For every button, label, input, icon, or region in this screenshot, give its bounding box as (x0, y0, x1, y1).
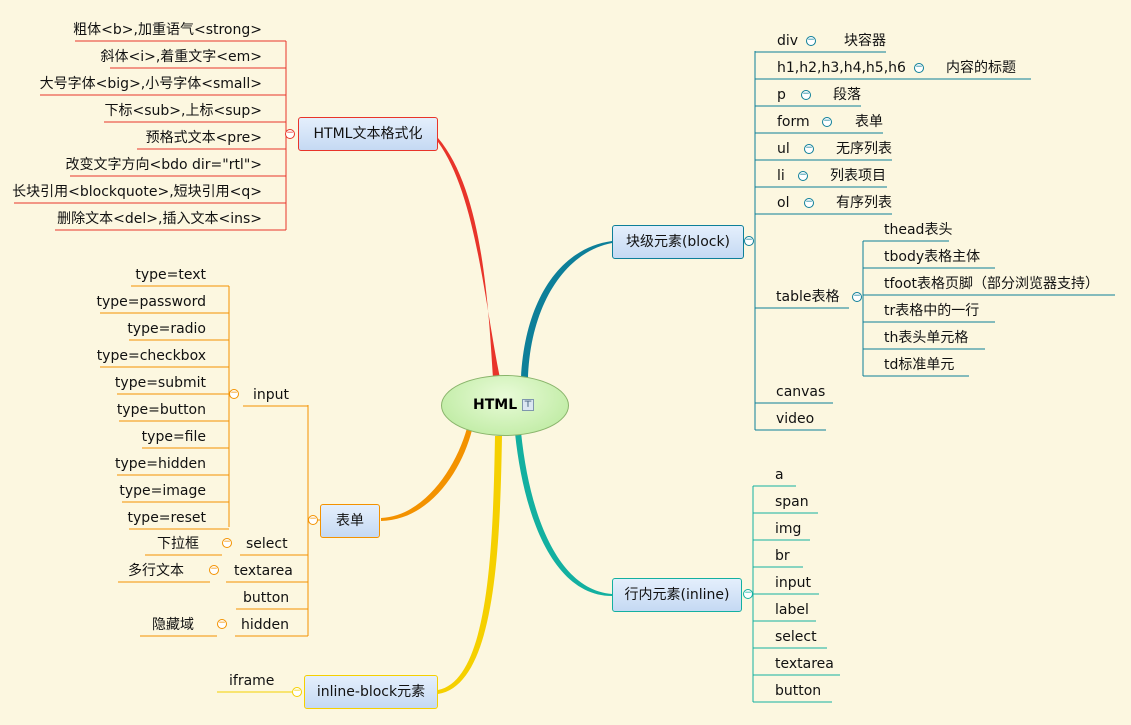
textarea-note: 多行文本 (128, 563, 184, 579)
text-format-item[interactable]: 预格式文本<pre> (145, 130, 262, 146)
text-format-item[interactable]: 粗体<b>,加重语气<strong> (73, 22, 262, 38)
table-item[interactable]: th表头单元格 (884, 330, 969, 346)
text-format-item[interactable]: 大号字体<big>,小号字体<small> (39, 76, 262, 92)
form-textarea-label[interactable]: textarea (234, 563, 293, 579)
block-video-item[interactable]: video (776, 411, 815, 427)
block-tag-item[interactable]: ul (777, 141, 790, 157)
node-inline-block[interactable]: inline-block元素 (304, 675, 438, 709)
collapse-toggle-text-format[interactable]: − (285, 128, 295, 139)
block-table-label[interactable]: table表格 (776, 289, 840, 305)
collapse-toggle-block-item[interactable]: − (804, 197, 814, 208)
branch-text-format (438, 138, 500, 378)
branch-inline-block (438, 436, 502, 694)
collapse-toggle-block[interactable]: − (744, 235, 754, 246)
text-format-item[interactable]: 下标<sub>,上标<sup> (104, 103, 262, 119)
block-desc-item: 段落 (833, 87, 861, 103)
collapse-toggle-inline[interactable]: − (743, 588, 753, 599)
select-note: 下拉框 (157, 536, 199, 552)
form-select-label[interactable]: select (246, 536, 288, 552)
input-type-item[interactable]: type=hidden (114, 456, 206, 472)
collapse-toggle-block-item[interactable]: − (914, 62, 924, 73)
collapse-toggle-block-item[interactable]: − (822, 116, 832, 127)
block-desc-item: 列表项目 (830, 168, 886, 184)
collapse-toggle-form[interactable]: − (308, 514, 318, 525)
block-tag-item[interactable]: h1,h2,h3,h4,h5,h6 (777, 60, 906, 76)
inline-item[interactable]: select (775, 629, 817, 645)
table-item[interactable]: tbody表格主体 (884, 249, 981, 265)
node-text-formatting[interactable]: HTML文本格式化 (298, 117, 438, 151)
table-item[interactable]: tr表格中的一行 (884, 303, 980, 319)
input-type-item[interactable]: type=password (96, 294, 206, 310)
collapse-toggle-textarea[interactable]: − (209, 564, 219, 575)
text-format-item[interactable]: 斜体<i>,着重文字<em> (100, 49, 262, 65)
block-tag-item[interactable]: li (777, 168, 785, 184)
form-input-label[interactable]: input (253, 387, 290, 403)
node-form[interactable]: 表单 (320, 504, 380, 538)
block-tag-item[interactable]: div (777, 33, 799, 49)
block-tag-item[interactable]: ol (777, 195, 790, 211)
inline-item[interactable]: br (775, 548, 790, 564)
table-item[interactable]: td标准单元 (884, 357, 955, 373)
input-type-item[interactable]: type=file (141, 429, 206, 445)
branch-inline (515, 432, 612, 596)
input-type-item[interactable]: type=submit (114, 375, 206, 391)
block-tag-item[interactable]: p (777, 87, 786, 103)
table-item[interactable]: thead表头 (884, 222, 953, 238)
inline-item[interactable]: a (775, 467, 784, 483)
node-inline[interactable]: 行内元素(inline) (612, 578, 742, 612)
collapse-toggle-block-item[interactable]: − (804, 143, 814, 154)
input-type-item[interactable]: type=reset (127, 510, 206, 526)
inline-item[interactable]: button (775, 683, 822, 699)
block-desc-item: 块容器 (844, 33, 886, 49)
collapse-toggle-block-item[interactable]: − (806, 35, 816, 46)
hidden-note: 隐藏域 (152, 617, 194, 633)
form-button-label[interactable]: button (243, 590, 290, 606)
form-hidden-label[interactable]: hidden (241, 617, 290, 633)
text-format-item[interactable]: 删除文本<del>,插入文本<ins> (57, 211, 262, 227)
inline-item[interactable]: img (775, 521, 802, 537)
collapse-toggle-block-item[interactable]: − (801, 89, 811, 100)
input-type-item[interactable]: type=image (119, 483, 206, 499)
input-type-item[interactable]: type=button (116, 402, 206, 418)
branch-form (381, 428, 472, 521)
collapse-toggle-select[interactable]: − (222, 537, 232, 548)
block-desc-item: 有序列表 (836, 195, 892, 211)
text-format-item[interactable]: 长块引用<blockquote>,短块引用<q> (12, 184, 262, 200)
inline-item[interactable]: span (775, 494, 809, 510)
inline-item[interactable]: input (775, 575, 812, 591)
root-label: HTML (473, 397, 518, 413)
table-item[interactable]: tfoot表格页脚（部分浏览器支持） (884, 276, 1100, 292)
block-desc-item: 表单 (855, 114, 883, 130)
inline-item[interactable]: textarea (775, 656, 834, 672)
branch-block (521, 241, 612, 380)
input-type-item[interactable]: type=text (135, 267, 206, 283)
note-icon[interactable]: ⊤ (522, 399, 534, 411)
input-type-item[interactable]: type=radio (127, 321, 206, 337)
block-desc-item: 无序列表 (836, 141, 892, 157)
collapse-toggle-inline-block[interactable]: − (292, 686, 302, 697)
collapse-toggle-table[interactable]: − (852, 291, 862, 302)
input-type-item[interactable]: type=checkbox (96, 348, 206, 364)
root-node[interactable]: HTML ⊤ (441, 375, 569, 436)
collapse-toggle-hidden[interactable]: − (217, 618, 227, 629)
node-block[interactable]: 块级元素(block) (612, 225, 744, 259)
block-tag-item[interactable]: form (777, 114, 810, 130)
block-canvas-item[interactable]: canvas (776, 384, 826, 400)
collapse-toggle-input[interactable]: − (229, 388, 239, 399)
inline-block-item[interactable]: iframe (229, 673, 275, 689)
collapse-toggle-block-item[interactable]: − (798, 170, 808, 181)
text-format-item[interactable]: 改变文字方向<bdo dir="rtl"> (65, 157, 262, 173)
inline-item[interactable]: label (775, 602, 809, 618)
block-desc-item: 内容的标题 (946, 60, 1016, 76)
